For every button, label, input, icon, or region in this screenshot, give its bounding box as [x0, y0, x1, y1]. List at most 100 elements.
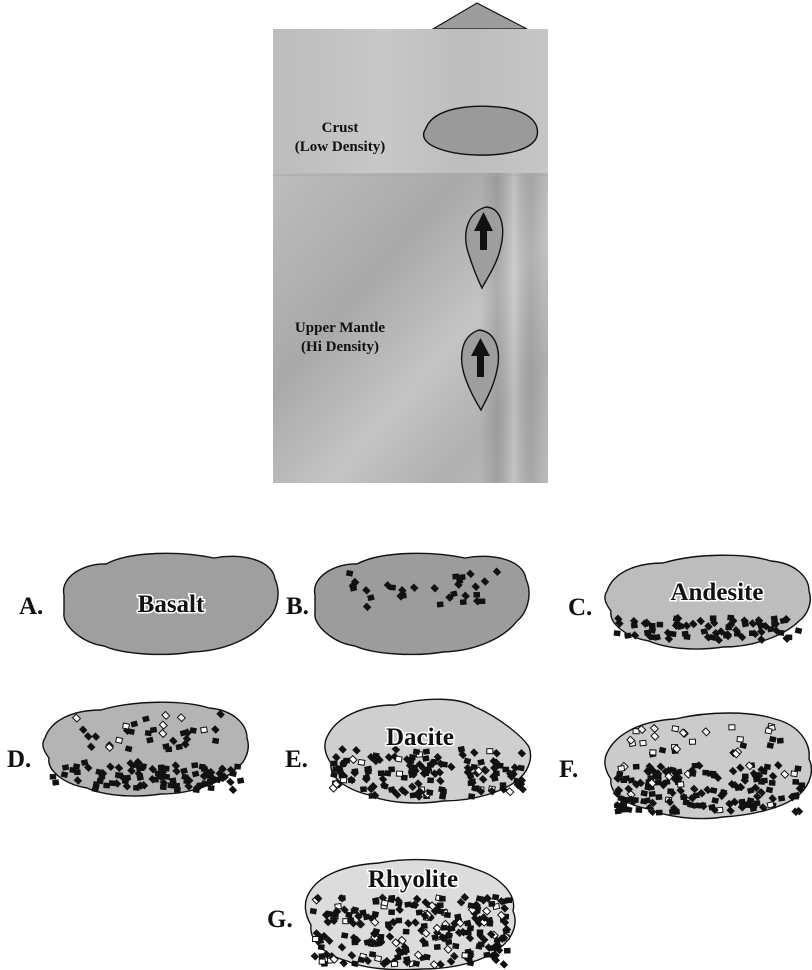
light-crystal: [123, 723, 130, 729]
upper-mantle-density-label: (Hi Density): [301, 339, 379, 355]
dark-crystal: [468, 794, 475, 800]
dark-crystal: [426, 789, 433, 795]
light-crystal: [640, 740, 647, 746]
dark-crystal: [659, 747, 666, 753]
dark-crystal: [701, 628, 708, 634]
dark-crystal: [439, 794, 446, 800]
dark-crystal: [99, 774, 105, 779]
light-crystal: [737, 737, 743, 743]
dark-crystal: [176, 744, 183, 750]
dark-crystal: [795, 628, 802, 634]
dark-crystal: [422, 941, 429, 947]
dark-crystal: [348, 778, 354, 783]
dark-crystal: [400, 593, 406, 599]
dark-crystal: [747, 787, 754, 793]
dark-crystal: [109, 780, 115, 786]
light-crystal: [391, 961, 397, 966]
dark-crystal: [754, 800, 760, 805]
dark-crystal: [150, 727, 157, 733]
dark-crystal: [684, 634, 690, 640]
dark-crystal: [518, 765, 525, 771]
dark-crystal: [61, 772, 68, 778]
dark-crystal: [341, 933, 348, 939]
dark-crystal: [331, 912, 337, 918]
dark-crystal: [440, 789, 446, 794]
crust-density-label: (Low Density): [295, 139, 385, 155]
dark-crystal: [769, 780, 775, 785]
dark-crystal: [778, 795, 785, 801]
light-crystal: [618, 766, 625, 772]
dark-crystal: [492, 894, 499, 900]
dark-crystal: [621, 804, 628, 810]
dark-crystal: [656, 810, 662, 815]
dark-crystal: [657, 622, 663, 627]
dark-crystal: [687, 802, 694, 808]
dark-crystal: [184, 778, 190, 784]
dark-crystal: [478, 759, 485, 765]
dark-crystal: [70, 767, 77, 773]
dark-crystal: [703, 770, 709, 775]
dark-crystal: [388, 786, 395, 792]
stage-D: D.: [7, 702, 248, 796]
dark-crystal: [125, 746, 132, 752]
dark-crystal: [368, 941, 375, 947]
dark-crystal: [468, 780, 474, 785]
dark-crystal: [208, 785, 214, 790]
stage-label: G.: [267, 906, 293, 933]
cross-section: Crust (Low Density) Upper Mantle (Hi Den…: [273, 3, 548, 483]
dark-crystal: [766, 787, 773, 793]
dark-crystal: [506, 898, 512, 903]
dark-crystal: [644, 797, 651, 803]
dark-crystal: [395, 901, 402, 907]
dark-crystal: [780, 618, 787, 624]
dark-crystal: [192, 762, 199, 768]
dark-crystal: [669, 767, 676, 773]
dark-crystal: [633, 764, 639, 769]
dark-crystal: [229, 786, 237, 794]
light-crystal: [487, 749, 493, 754]
dark-crystal: [753, 776, 760, 782]
stage-label: C.: [568, 594, 592, 621]
dark-crystal: [170, 778, 176, 784]
light-crystal: [395, 756, 402, 762]
dark-crystal: [137, 775, 144, 781]
dark-crystal: [330, 772, 337, 778]
dark-crystal: [795, 766, 802, 772]
stage-C: C. Andesite: [568, 555, 810, 649]
dark-crystal: [352, 961, 359, 967]
dark-crystal: [140, 763, 147, 769]
dark-crystal: [681, 795, 687, 800]
dark-crystal: [346, 570, 353, 576]
dark-crystal: [621, 778, 627, 783]
dark-crystal: [441, 925, 447, 930]
dark-crystal: [458, 746, 465, 752]
light-crystal: [506, 788, 514, 796]
dark-crystal: [427, 778, 433, 783]
dark-crystal: [742, 621, 749, 627]
rock-type-label: Rhyolite: [368, 866, 458, 893]
dark-crystal: [669, 809, 675, 815]
dark-crystal: [649, 791, 655, 797]
dark-crystal: [319, 953, 325, 959]
dark-crystal: [367, 595, 374, 601]
dark-crystal: [500, 961, 508, 969]
dark-crystal: [769, 736, 776, 742]
dark-crystal: [325, 911, 332, 917]
dark-crystal: [771, 621, 777, 627]
dark-crystal: [767, 742, 774, 748]
dark-crystal: [394, 954, 401, 960]
dark-crystal: [712, 797, 719, 803]
dark-crystal: [452, 943, 459, 949]
dark-crystal: [52, 780, 59, 786]
dark-crystal: [50, 774, 56, 779]
dark-crystal: [311, 953, 319, 961]
dark-crystal: [709, 804, 716, 810]
dark-crystal: [413, 960, 420, 966]
dark-crystal: [388, 910, 394, 915]
dark-crystal: [360, 786, 366, 791]
dark-crystal: [405, 902, 412, 908]
dark-crystal: [234, 764, 240, 770]
dark-crystal: [449, 926, 455, 932]
dark-crystal: [192, 771, 199, 777]
dark-crystal: [207, 779, 214, 785]
